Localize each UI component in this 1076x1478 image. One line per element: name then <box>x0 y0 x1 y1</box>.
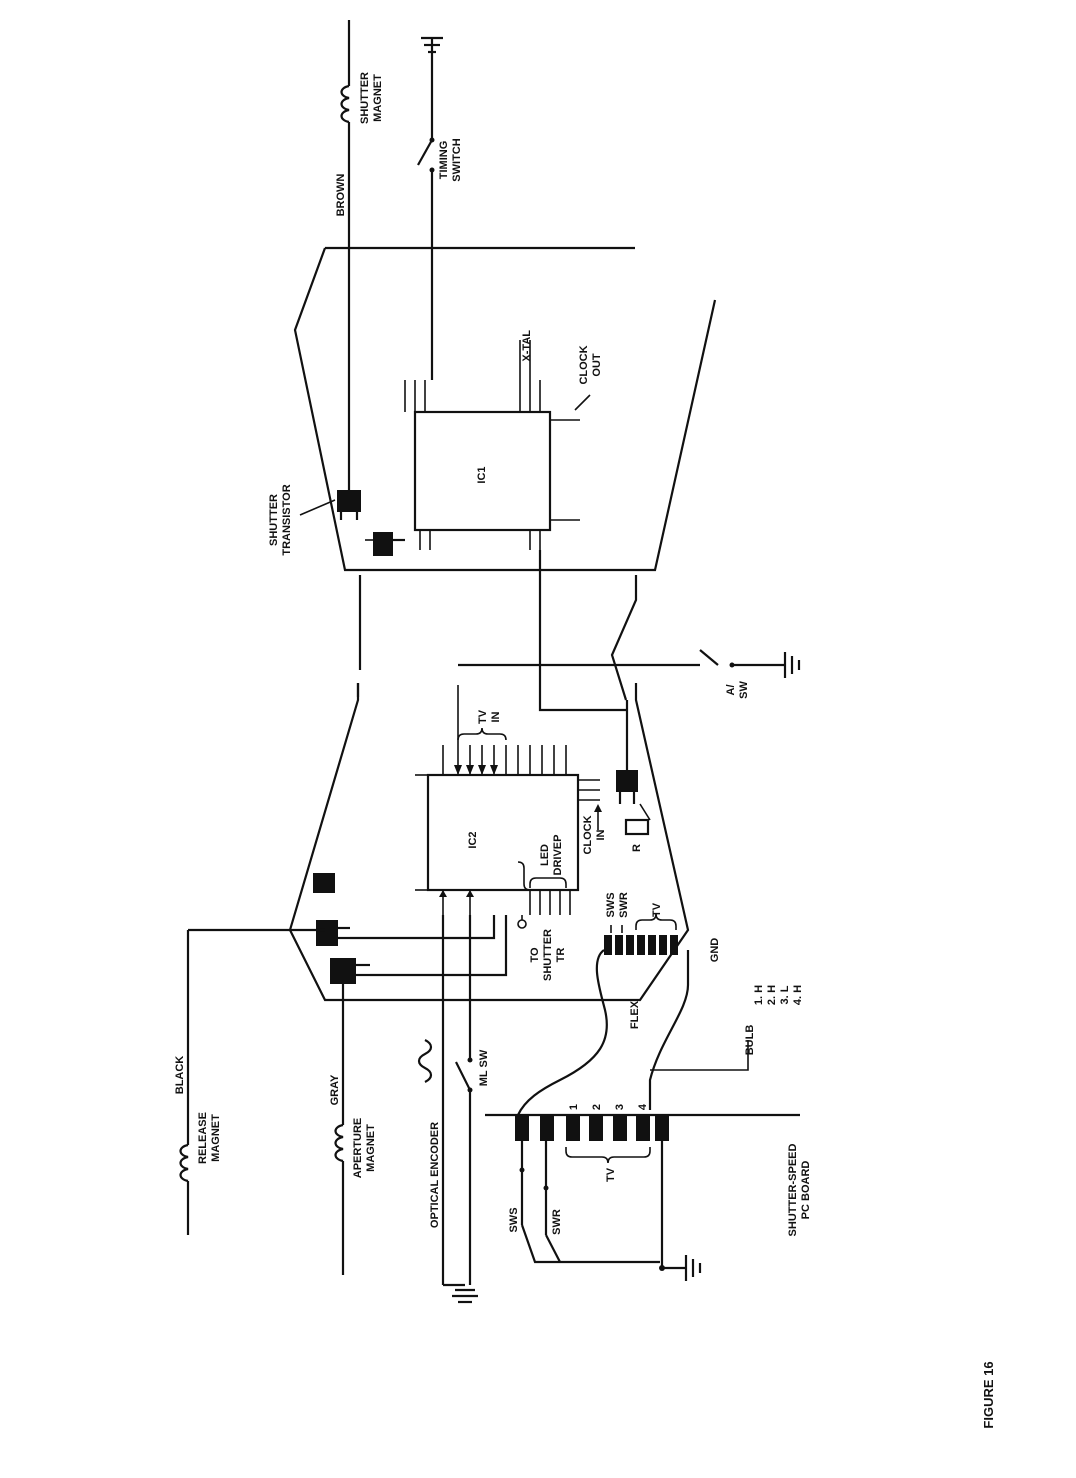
shutter-transistor-label-1: SHUTTER <box>268 494 280 546</box>
x-tal-label: X-TAL <box>521 330 533 362</box>
ic1-aux-transistor <box>365 532 405 556</box>
to-shutter-tr-label-3: TR <box>555 948 567 963</box>
release-magnet: BLACK RELEASE MAGNET <box>174 930 222 1235</box>
figure-caption: FIGURE 16 <box>981 1361 996 1428</box>
sws-top-label: SWS <box>605 892 617 917</box>
led-driver-brace: LED DRIVEP <box>518 835 566 890</box>
black-label: BLACK <box>174 1056 186 1095</box>
ic2-transistors <box>313 873 370 996</box>
to-shutter-tr-label-1: TO <box>529 947 541 963</box>
bulb-table-2: 2. H <box>766 985 778 1005</box>
shutter-transistor: SHUTTER TRANSISTOR <box>268 478 361 556</box>
ml-sw-label: ML SW <box>478 1049 490 1086</box>
bulb-table-4: 4. H <box>792 985 804 1005</box>
led-driver-label-2: DRIVEP <box>552 835 564 876</box>
brown-label: BROWN <box>335 174 347 217</box>
bulb-table-3: 3. L <box>779 985 791 1004</box>
tv-top-label: TV <box>651 902 663 917</box>
shutter-speed-board-label-2: PC BOARD <box>800 1161 812 1220</box>
clock-out-label-2: OUT <box>591 353 603 377</box>
to-shutter-tr-label-2: SHUTTER <box>542 929 554 981</box>
pin-2-label: 2 <box>591 1104 603 1110</box>
clock-in-label-2: IN <box>595 829 607 840</box>
aperture-magnet-label-2: MAGNET <box>365 1124 377 1172</box>
resistor-label: R <box>631 844 643 852</box>
timing-switch-label-2: SWITCH <box>451 138 463 181</box>
clock-out-label-1: CLOCK <box>578 345 590 384</box>
board-interconnect <box>360 575 636 700</box>
ic1-chip: IC1 <box>405 380 580 550</box>
ic1-label: IC1 <box>476 466 488 483</box>
optical-encoder-label: OPTICAL ENCODER <box>429 1122 441 1228</box>
av-switch: A/ SW <box>458 650 799 699</box>
gray-label: GRAY <box>329 1074 341 1105</box>
pin-1-label: 1 <box>568 1104 580 1110</box>
timing-switch-label-1: TIMING <box>438 141 450 180</box>
release-magnet-label-2: MAGNET <box>210 1114 222 1162</box>
timing-switch: TIMING SWITCH <box>418 38 463 380</box>
aperture-magnet-label-1: APERTURE <box>352 1118 364 1179</box>
bulb-label: BULB <box>744 1025 756 1056</box>
clock-in-label-1: CLOCK <box>582 815 594 854</box>
pin-4-label: 4 <box>637 1103 649 1110</box>
swr-top-label: SWR <box>618 892 630 918</box>
gnd-label: GND <box>709 938 721 963</box>
sws-bottom-label: SWS <box>508 1207 520 1232</box>
tv-in-label-1: TV <box>477 709 489 724</box>
led-driver-label-1: LED <box>539 844 551 866</box>
flex-label: FLEX <box>629 1000 641 1029</box>
ic2-chip: IC2 <box>415 685 600 915</box>
clock-transistor: R <box>616 700 650 852</box>
shutter-speed-board: 1 2 3 4 TV SHUTTER-SPEED PC BOARD <box>485 1103 812 1236</box>
swr-bottom-label: SWR <box>551 1209 563 1235</box>
pin-3-label: 3 <box>614 1104 626 1110</box>
tv-in-label-2: IN <box>490 711 502 722</box>
av-switch-label-2: SW <box>738 681 750 699</box>
av-switch-label-1: A/ <box>725 685 737 696</box>
to-shutter-tr: TO SHUTTER TR <box>518 915 567 981</box>
clock-wire <box>540 550 627 710</box>
bulb-table-1: 1. H <box>753 985 765 1005</box>
x-tal: X-TAL <box>520 330 533 380</box>
shutter-magnet-label-2: MAGNET <box>372 74 384 122</box>
shutter-magnet-label-1: SHUTTER <box>359 72 371 124</box>
clock-out: CLOCK OUT <box>575 345 603 410</box>
tv-in-brace: TV IN <box>458 709 506 740</box>
aperture-magnet: GRAY APERTURE MAGNET <box>329 996 377 1275</box>
flex-connector-top: SWS SWR TV GND <box>604 892 721 962</box>
clock-in: CLOCK IN <box>582 804 607 855</box>
ml-switch: ML SW <box>456 915 490 1285</box>
tv-bottom-label: TV <box>605 1167 617 1182</box>
shutter-speed-board-label-1: SHUTTER-SPEED <box>787 1143 799 1236</box>
release-magnet-label-1: RELEASE <box>197 1112 209 1164</box>
shutter-transistor-label-2: TRANSISTOR <box>281 484 293 555</box>
ic1-board-outline <box>295 248 715 570</box>
ic2-label: IC2 <box>467 831 479 848</box>
sws-swr-switches: SWS SWR <box>508 1141 700 1281</box>
